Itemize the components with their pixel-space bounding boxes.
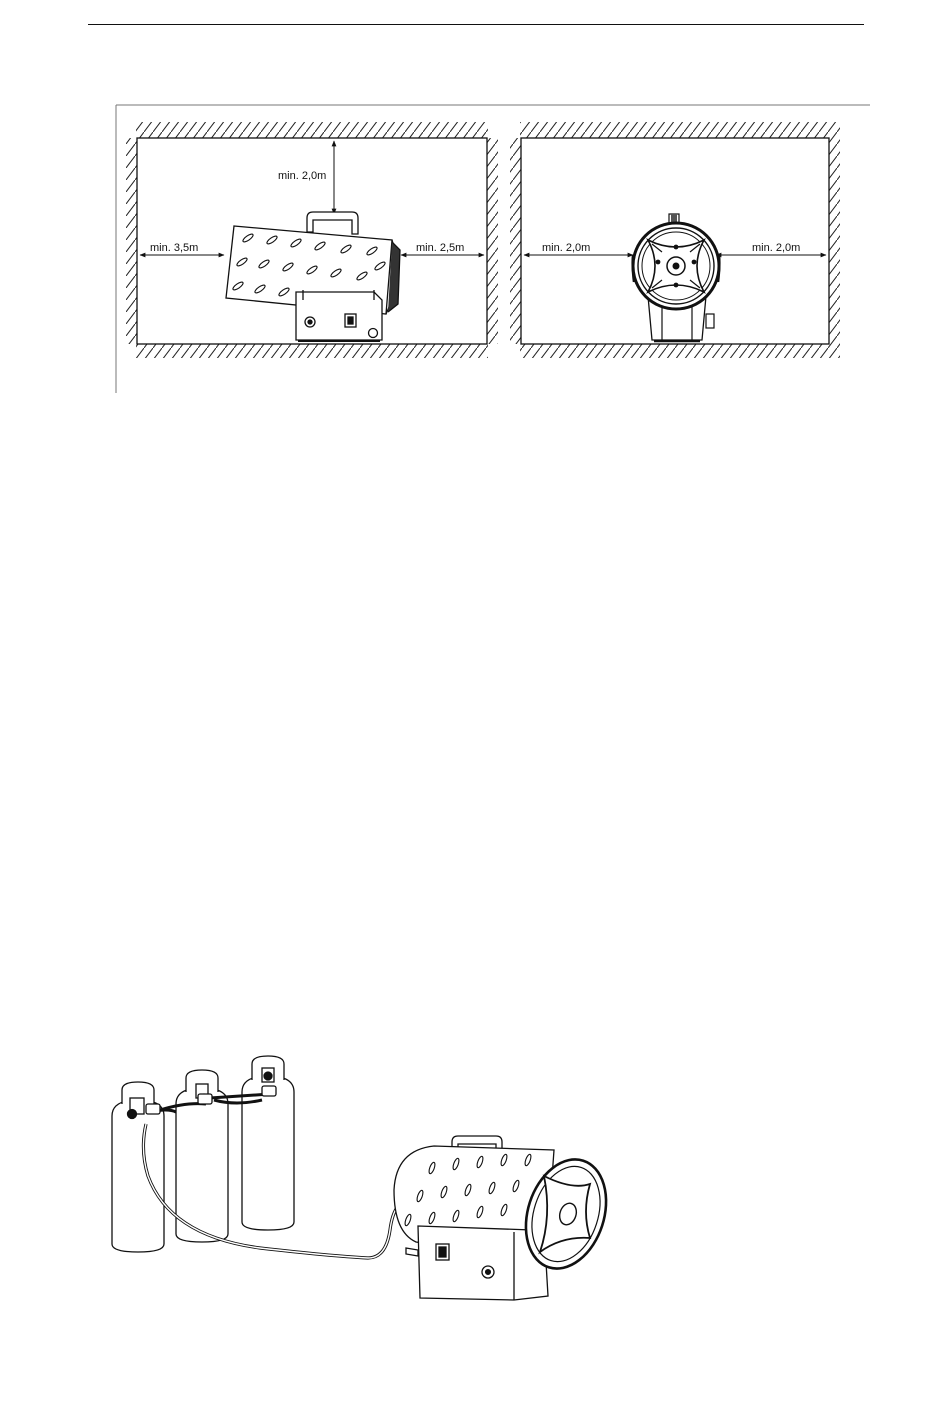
heater-front-view <box>633 214 720 341</box>
connection-figure <box>112 1056 619 1300</box>
left-wall-hatch <box>126 138 137 344</box>
gas-cylinder-3 <box>242 1056 294 1230</box>
heater-side-view <box>226 212 400 341</box>
regulator-1 <box>146 1104 160 1114</box>
right-wall-hatch <box>829 138 840 344</box>
floor-hatch <box>520 344 840 358</box>
gas-inlet-icon <box>406 1248 418 1256</box>
front-view-room: min. 2,0m min. 2,0m <box>510 122 840 358</box>
carry-handle <box>307 212 358 234</box>
gas-inlet-icon <box>369 329 378 338</box>
left-wall-hatch <box>510 138 521 344</box>
floor-hatch <box>136 344 488 358</box>
heater-connected <box>394 1136 619 1300</box>
rear-clearance-label: min. 3,5m <box>150 242 198 254</box>
ceiling-hatch <box>520 122 840 138</box>
gas-inlet-icon <box>706 314 714 328</box>
front-clearance-label: min. 2,5m <box>416 242 464 254</box>
side-view-room: min. 2,0m min. 3,5m min. 2,5m <box>126 122 498 358</box>
regulator-3 <box>262 1086 276 1096</box>
ceiling-hatch <box>136 122 488 138</box>
right-clearance-label: min. 2,0m <box>752 242 800 254</box>
clearance-figure: min. 2,0m min. 3,5m min. 2,5m <box>116 105 870 393</box>
top-clearance-label: min. 2,0m <box>278 170 326 182</box>
left-clearance-label: min. 2,0m <box>542 242 590 254</box>
right-wall-hatch <box>487 138 498 344</box>
regulator-2 <box>198 1094 212 1104</box>
